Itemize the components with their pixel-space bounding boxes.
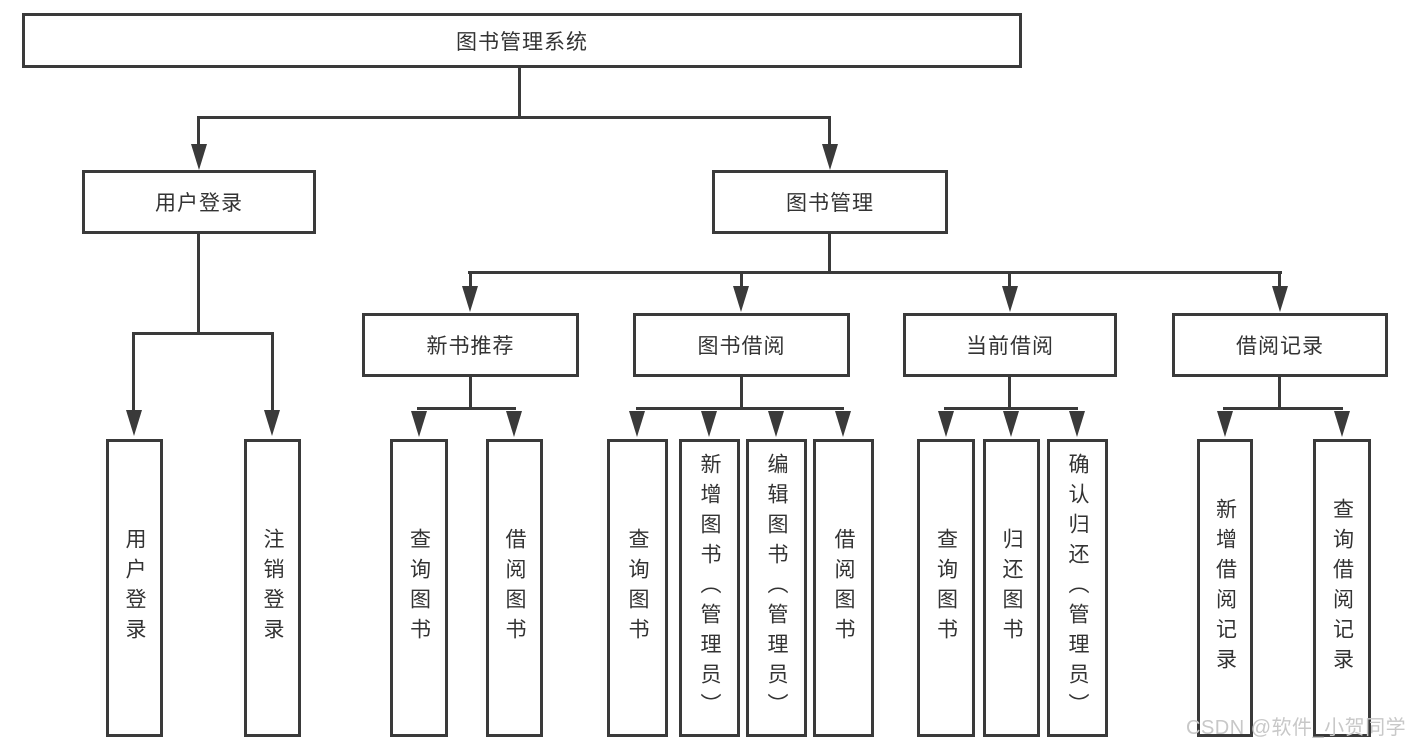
connector-book-borrow-trunk <box>740 377 743 410</box>
leaf-bb-add-book-admin-label: 新增图书（管理员） <box>698 453 721 723</box>
connector-root-trunk <box>518 66 521 118</box>
leaf-br-add-record: 新增借阅记录 <box>1197 439 1253 737</box>
arrowhead-new-book <box>462 286 478 312</box>
arrowhead-br-query <box>1334 411 1350 437</box>
arrowhead-bb-borrow <box>835 411 851 437</box>
leaf-cb-query-book-label: 查询图书 <box>934 528 958 648</box>
leaf-bb-add-book-admin: 新增图书（管理员） <box>679 439 740 737</box>
leaf-logout-label: 注销登录 <box>261 528 284 648</box>
arrowhead-book-mgmt <box>822 144 838 170</box>
leaf-bb-borrow-book: 借阅图书 <box>813 439 874 737</box>
leaf-user-login-label: 用户登录 <box>123 528 146 648</box>
connector-current-borrow-bus <box>944 407 1078 410</box>
connector-user-login-trunk <box>197 234 200 335</box>
connector-drop-current-borrow <box>1008 271 1011 287</box>
node-borrow-records-label: 借阅记录 <box>1236 335 1324 358</box>
leaf-br-add-record-label: 新增借阅记录 <box>1213 498 1237 678</box>
leaf-bb-edit-book-admin-label: 编辑图书（管理员） <box>765 453 788 723</box>
connector-level2-bus <box>197 116 831 119</box>
leaf-bb-query-book-label: 查询图书 <box>626 528 649 648</box>
leaf-br-query-record: 查询借阅记录 <box>1313 439 1371 737</box>
connector-user-login-bus <box>132 332 274 335</box>
arrowhead-nb-query <box>411 411 427 437</box>
node-current-borrow: 当前借阅 <box>903 313 1117 377</box>
leaf-nb-query-book-label: 查询图书 <box>407 528 431 648</box>
leaf-bb-borrow-book-label: 借阅图书 <box>832 528 855 648</box>
node-book-mgmt: 图书管理 <box>712 170 948 234</box>
connector-current-borrow-trunk <box>1008 377 1011 410</box>
node-new-book-label: 新书推荐 <box>426 335 515 358</box>
arrowhead-borrow-records <box>1272 286 1288 312</box>
arrowhead-book-borrow <box>733 286 749 312</box>
arrowhead-leaf-logout <box>264 410 280 436</box>
connector-borrow-records-trunk <box>1278 377 1281 410</box>
node-current-borrow-label: 当前借阅 <box>966 335 1054 358</box>
node-root: 图书管理系统 <box>22 13 1022 68</box>
node-borrow-records: 借阅记录 <box>1172 313 1388 377</box>
leaf-cb-query-book: 查询图书 <box>917 439 975 737</box>
connector-book-borrow-bus <box>636 407 844 410</box>
connector-drop-user-login <box>197 116 200 146</box>
node-user-login: 用户登录 <box>82 170 316 234</box>
arrowhead-current-borrow <box>1002 286 1018 312</box>
connector-borrow-records-bus <box>1223 407 1343 410</box>
leaf-nb-borrow-book: 借阅图书 <box>486 439 543 737</box>
arrowhead-user-login <box>191 144 207 170</box>
node-book-borrow: 图书借阅 <box>633 313 850 377</box>
connector-new-book-trunk <box>469 377 472 410</box>
arrowhead-nb-borrow <box>506 411 522 437</box>
leaf-nb-query-book: 查询图书 <box>390 439 448 737</box>
node-book-borrow-label: 图书借阅 <box>697 335 786 358</box>
arrowhead-bb-edit <box>768 411 784 437</box>
leaf-logout: 注销登录 <box>244 439 301 737</box>
arrowhead-cb-query <box>938 411 954 437</box>
arrowhead-leaf-login <box>126 410 142 436</box>
connector-drop-book-borrow <box>740 271 743 287</box>
arrowhead-bb-add <box>701 411 717 437</box>
connector-drop-borrow-records <box>1278 271 1281 287</box>
node-new-book: 新书推荐 <box>362 313 579 377</box>
leaf-nb-borrow-book-label: 借阅图书 <box>503 528 526 648</box>
leaf-bb-query-book: 查询图书 <box>607 439 668 737</box>
connector-drop-leaf-login <box>132 332 135 410</box>
leaf-user-login: 用户登录 <box>106 439 163 737</box>
arrowhead-bb-query <box>629 411 645 437</box>
connector-book-mgmt-trunk <box>828 234 831 274</box>
connector-new-book-bus <box>417 407 516 410</box>
node-book-mgmt-label: 图书管理 <box>786 192 874 215</box>
leaf-cb-confirm-return-admin-label: 确认归还（管理员） <box>1066 453 1089 723</box>
arrowhead-cb-confirm <box>1069 411 1085 437</box>
leaf-cb-return-book-label: 归还图书 <box>1000 528 1023 648</box>
connector-drop-leaf-logout <box>271 332 274 410</box>
arrowhead-br-add <box>1217 411 1233 437</box>
connector-drop-book-mgmt <box>828 116 831 146</box>
arrowhead-cb-return <box>1003 411 1019 437</box>
leaf-cb-return-book: 归还图书 <box>983 439 1040 737</box>
connector-level3-bus <box>468 271 1282 274</box>
node-root-label: 图书管理系统 <box>456 30 588 54</box>
leaf-br-query-record-label: 查询借阅记录 <box>1330 498 1354 678</box>
leaf-bb-edit-book-admin: 编辑图书（管理员） <box>746 439 807 737</box>
connector-drop-new-book <box>469 271 472 287</box>
csdn-watermark: CSDN @软件_小贺同学 <box>1186 717 1405 739</box>
node-user-login-label: 用户登录 <box>155 192 243 215</box>
leaf-cb-confirm-return-admin: 确认归还（管理员） <box>1047 439 1108 737</box>
